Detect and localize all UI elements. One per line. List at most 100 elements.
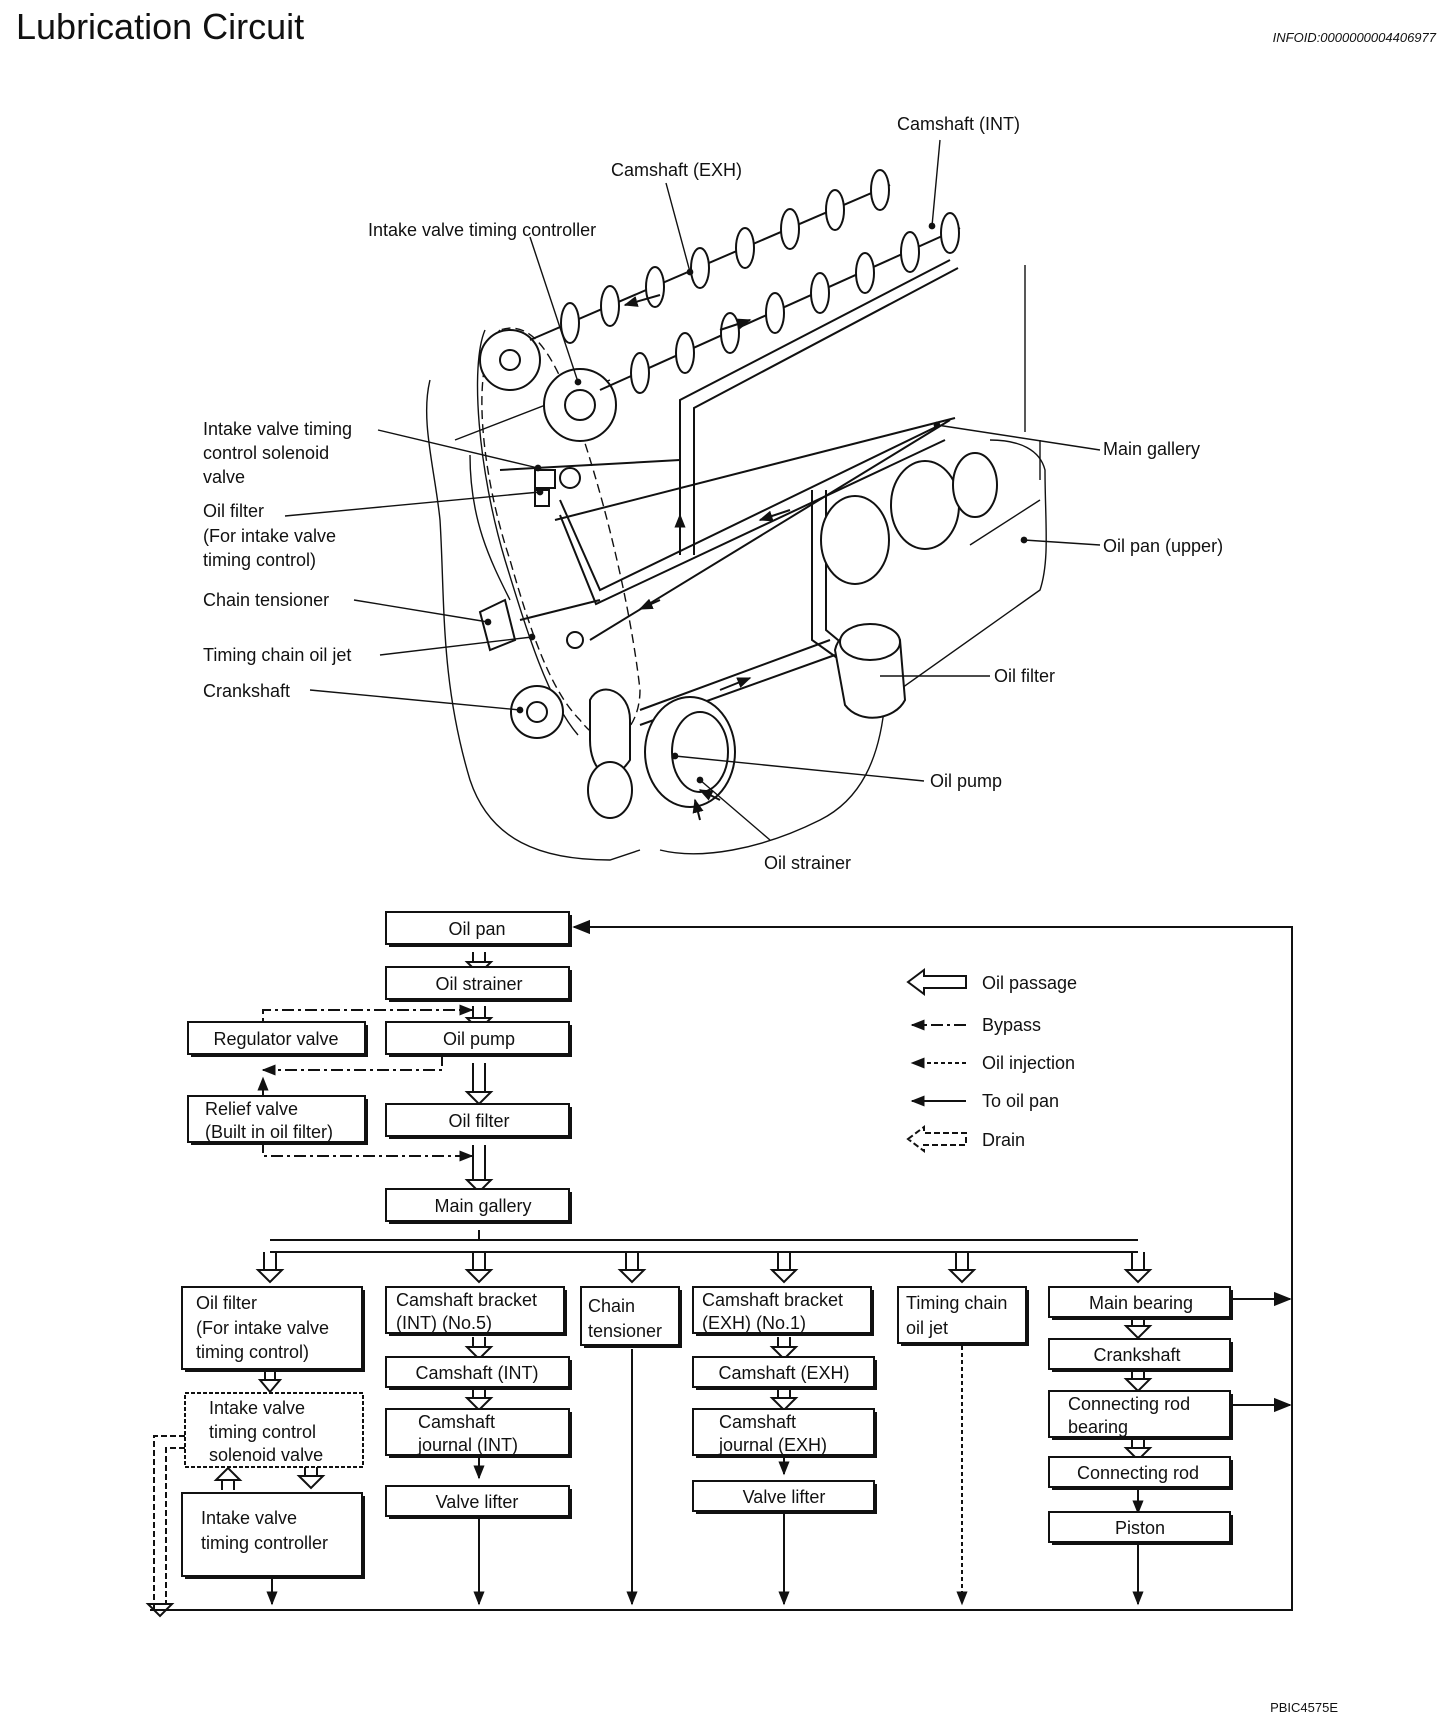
svg-text:journal (EXH): journal (EXH) bbox=[718, 1435, 827, 1455]
label-oil-pump: Oil pump bbox=[930, 771, 1002, 791]
svg-text:Camshaft: Camshaft bbox=[418, 1412, 495, 1432]
label-camshaft-exh: Camshaft (EXH) bbox=[611, 160, 742, 180]
label-camshaft-int: Camshaft (INT) bbox=[897, 114, 1020, 134]
legend-oil-passage-symbol bbox=[906, 968, 967, 996]
illustration-labels: Camshaft (INT) Camshaft (EXH) Intake val… bbox=[203, 114, 1223, 873]
svg-text:Camshaft (INT): Camshaft (INT) bbox=[415, 1363, 538, 1383]
svg-text:Oil pan: Oil pan bbox=[448, 919, 505, 939]
svg-text:(Built in oil filter): (Built in oil filter) bbox=[205, 1122, 333, 1142]
svg-text:Connecting rod: Connecting rod bbox=[1068, 1394, 1190, 1414]
flowchart-connectors bbox=[145, 919, 1293, 1618]
node-oil-pan: Oil pan bbox=[385, 911, 572, 947]
legend-oil-injection: Oil injection bbox=[982, 1053, 1075, 1073]
node-valve-lifter-int: Valve lifter bbox=[385, 1485, 572, 1519]
svg-text:Camshaft bracket: Camshaft bracket bbox=[396, 1290, 537, 1310]
engine-illustration bbox=[425, 169, 1047, 861]
svg-text:Oil pump: Oil pump bbox=[443, 1029, 515, 1049]
svg-text:Oil strainer: Oil strainer bbox=[435, 974, 522, 994]
legend-drain: Drain bbox=[982, 1130, 1025, 1150]
legend-bypass: Bypass bbox=[982, 1015, 1041, 1035]
svg-text:Valve lifter: Valve lifter bbox=[743, 1487, 826, 1507]
svg-text:Valve lifter: Valve lifter bbox=[436, 1492, 519, 1512]
node-journal-exh: Camshaft journal (EXH) bbox=[692, 1408, 877, 1458]
node-oil-pump: Oil pump bbox=[385, 1021, 572, 1057]
node-piston: Piston bbox=[1048, 1511, 1233, 1545]
legend-drain-symbol bbox=[906, 1125, 967, 1153]
svg-text:Oil filter: Oil filter bbox=[196, 1293, 257, 1313]
label-main-gallery: Main gallery bbox=[1103, 439, 1200, 459]
illustration-leaders bbox=[284, 139, 1101, 841]
svg-text:Crankshaft: Crankshaft bbox=[1093, 1345, 1180, 1365]
label-oil-pan-upper: Oil pan (upper) bbox=[1103, 536, 1223, 556]
svg-text:Chain: Chain bbox=[588, 1296, 635, 1316]
node-camshaft-int: Camshaft (INT) bbox=[385, 1356, 572, 1390]
label-solenoid-valve-3: valve bbox=[203, 467, 245, 487]
label-oil-filter: Oil filter bbox=[994, 666, 1055, 686]
svg-text:(For intake valve: (For intake valve bbox=[196, 1318, 329, 1338]
label-oil-filter-ivtc-3: timing control) bbox=[203, 550, 316, 570]
svg-text:solenoid valve: solenoid valve bbox=[209, 1445, 323, 1465]
label-chain-tensioner: Chain tensioner bbox=[203, 590, 329, 610]
camshaft-int-drawing bbox=[630, 212, 960, 394]
node-camshaft-exh: Camshaft (EXH) bbox=[692, 1356, 877, 1390]
node-relief-valve: Relief valve (Built in oil filter) bbox=[187, 1095, 368, 1145]
node-oil-filter-ivtc: Oil filter (For intake valve timing cont… bbox=[181, 1286, 365, 1372]
label-oil-strainer: Oil strainer bbox=[764, 853, 851, 873]
label-solenoid-valve-1: Intake valve timing bbox=[203, 419, 352, 439]
svg-text:Oil filter: Oil filter bbox=[448, 1111, 509, 1131]
node-timing-chain-oil-jet: Timing chain oil jet bbox=[897, 1286, 1029, 1346]
label-crankshaft: Crankshaft bbox=[203, 681, 290, 701]
node-connecting-rod: Connecting rod bbox=[1048, 1456, 1233, 1490]
node-main-bearing: Main bearing bbox=[1048, 1286, 1233, 1320]
node-oil-filter: Oil filter bbox=[385, 1103, 572, 1139]
node-journal-int: Camshaft journal (INT) bbox=[385, 1408, 572, 1458]
svg-text:Camshaft bracket: Camshaft bracket bbox=[702, 1290, 843, 1310]
svg-text:Intake valve: Intake valve bbox=[209, 1398, 305, 1418]
svg-text:Piston: Piston bbox=[1115, 1518, 1165, 1538]
legend-to-oil-pan: To oil pan bbox=[982, 1091, 1059, 1111]
svg-text:Camshaft (EXH): Camshaft (EXH) bbox=[718, 1363, 849, 1383]
node-chain-tensioner: Chain tensioner bbox=[580, 1286, 682, 1348]
svg-text:bearing: bearing bbox=[1068, 1417, 1128, 1437]
figure-code: PBIC4575E bbox=[1270, 1700, 1338, 1715]
svg-text:Regulator valve: Regulator valve bbox=[213, 1029, 338, 1049]
flowchart-boxes: Oil pan Oil strainer Regulator valve Oil… bbox=[181, 911, 1233, 1579]
svg-text:timing control): timing control) bbox=[196, 1342, 309, 1362]
svg-text:Intake valve: Intake valve bbox=[201, 1508, 297, 1528]
svg-text:journal (INT): journal (INT) bbox=[417, 1435, 518, 1455]
camshaft-exh-drawing bbox=[560, 169, 890, 344]
svg-text:Relief valve: Relief valve bbox=[205, 1099, 298, 1119]
svg-text:Camshaft: Camshaft bbox=[719, 1412, 796, 1432]
node-main-gallery: Main gallery bbox=[385, 1188, 572, 1224]
document-id: INFOID:0000000004406977 bbox=[1272, 30, 1436, 45]
node-ivt-controller: Intake valve timing controller bbox=[181, 1492, 365, 1579]
page-title: Lubrication Circuit bbox=[16, 6, 305, 47]
label-oil-filter-ivtc-1: Oil filter bbox=[203, 501, 264, 521]
svg-text:timing control: timing control bbox=[209, 1422, 316, 1442]
svg-text:oil jet: oil jet bbox=[906, 1318, 948, 1338]
label-solenoid-valve-2: control solenoid bbox=[203, 443, 329, 463]
label-timing-chain-oil-jet: Timing chain oil jet bbox=[203, 645, 351, 665]
node-conrod-bearing: Connecting rod bearing bbox=[1048, 1390, 1233, 1440]
svg-text:Connecting rod: Connecting rod bbox=[1077, 1463, 1199, 1483]
node-cam-bracket-exh: Camshaft bracket (EXH) (No.1) bbox=[692, 1286, 874, 1336]
svg-text:timing controller: timing controller bbox=[201, 1533, 328, 1553]
chain-tensioner-drawing bbox=[478, 598, 517, 652]
svg-text:Main bearing: Main bearing bbox=[1089, 1293, 1193, 1313]
svg-text:(EXH) (No.1): (EXH) (No.1) bbox=[702, 1313, 806, 1333]
legend-oil-passage: Oil passage bbox=[982, 973, 1077, 993]
label-intake-valve-timing-controller: Intake valve timing controller bbox=[368, 220, 596, 240]
legend: Oil passage Bypass Oil injection To oil … bbox=[906, 968, 1077, 1153]
svg-text:(INT) (No.5): (INT) (No.5) bbox=[396, 1313, 492, 1333]
node-ivtc-solenoid: Intake valve timing control solenoid val… bbox=[184, 1392, 364, 1468]
svg-text:tensioner: tensioner bbox=[588, 1321, 662, 1341]
node-regulator-valve: Regulator valve bbox=[187, 1021, 368, 1057]
svg-text:Main gallery: Main gallery bbox=[434, 1196, 531, 1216]
node-oil-strainer: Oil strainer bbox=[385, 966, 572, 1002]
svg-text:Timing chain: Timing chain bbox=[906, 1293, 1007, 1313]
node-crankshaft: Crankshaft bbox=[1048, 1338, 1233, 1372]
node-cam-bracket-int: Camshaft bracket (INT) (No.5) bbox=[385, 1286, 567, 1336]
label-oil-filter-ivtc-2: (For intake valve bbox=[203, 526, 336, 546]
node-valve-lifter-exh: Valve lifter bbox=[692, 1480, 877, 1514]
